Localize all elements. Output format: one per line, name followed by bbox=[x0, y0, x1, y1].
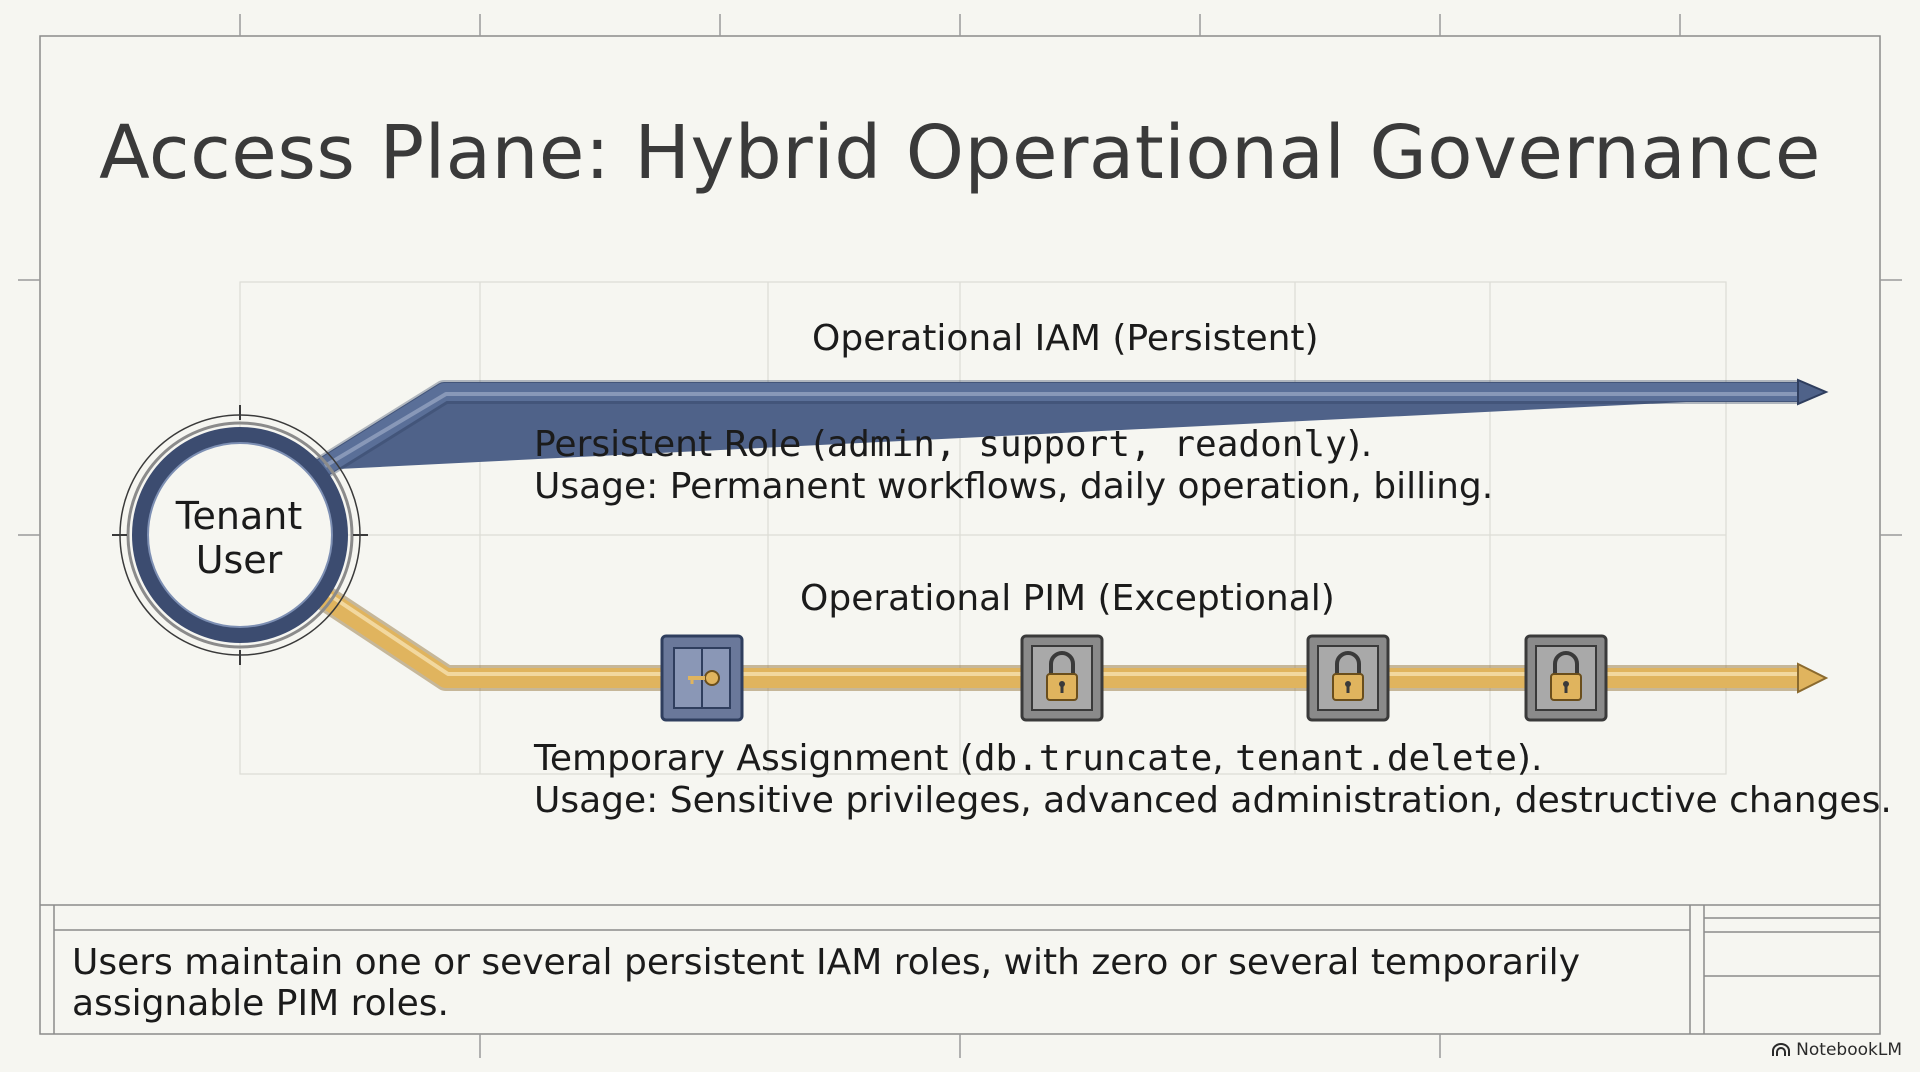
node-label-line-1: Tenant bbox=[175, 494, 303, 538]
persistent-role-prefix: Persistent Role ( bbox=[534, 424, 827, 465]
persistent-role-code: admin, support, readonly bbox=[826, 424, 1347, 465]
exceptional-role-code-2: tenant.delete bbox=[1235, 738, 1517, 779]
exceptional-role-code-1: db.truncate bbox=[973, 738, 1213, 779]
brand-label: NotebookLM bbox=[1796, 1040, 1902, 1060]
persistent-usage-line: Usage: Permanent workflows, daily operat… bbox=[534, 466, 1494, 507]
exceptional-role-prefix: Temporary Assignment ( bbox=[534, 738, 974, 779]
exceptional-role-separator: , bbox=[1212, 738, 1236, 779]
tenant-user-node: Tenant User bbox=[132, 443, 346, 633]
persistent-iam-path bbox=[318, 390, 1824, 470]
notebooklm-logo-icon bbox=[1772, 1043, 1791, 1056]
persistent-lane-label: Operational IAM (Persistent) bbox=[812, 318, 1319, 359]
padlock-icon bbox=[1524, 634, 1608, 722]
padlock-icon bbox=[1306, 634, 1390, 722]
exceptional-usage-line: Usage: Sensitive privileges, advanced ad… bbox=[534, 780, 1892, 821]
exceptional-role-suffix: ). bbox=[1516, 738, 1543, 779]
exceptional-lane-label: Operational PIM (Exceptional) bbox=[800, 578, 1335, 619]
brand-mark: NotebookLM bbox=[1771, 1040, 1902, 1060]
padlock-icon bbox=[1020, 634, 1104, 722]
persistent-role-line: Persistent Role (admin, support, readonl… bbox=[534, 424, 1493, 466]
tenant-user-node-circle bbox=[112, 405, 368, 665]
node-label-line-2: User bbox=[195, 538, 283, 582]
persistent-role-suffix: ). bbox=[1346, 424, 1373, 465]
persistent-lane-description: Persistent Role (admin, support, readonl… bbox=[534, 424, 1493, 508]
page-title: Access Plane: Hybrid Operational Governa… bbox=[99, 110, 1821, 196]
footer-note: Users maintain one or several persistent… bbox=[72, 942, 1580, 1024]
exceptional-lane-description: Temporary Assignment (db.truncate, tenan… bbox=[534, 738, 1892, 822]
exceptional-role-line: Temporary Assignment (db.truncate, tenan… bbox=[534, 738, 1892, 780]
key-gate-icon bbox=[660, 634, 744, 722]
